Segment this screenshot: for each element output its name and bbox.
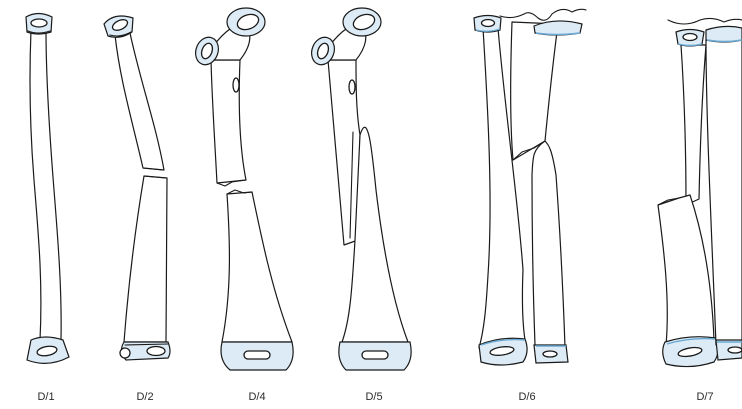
bone-d4	[192, 8, 293, 370]
label-d5: D/5	[365, 391, 382, 403]
label-d2: D/2	[136, 391, 153, 403]
bone-d6	[474, 9, 586, 365]
bone-d5	[308, 8, 411, 370]
bone-d2	[104, 16, 170, 360]
label-d1: D/1	[37, 391, 54, 403]
label-d7: D/7	[696, 391, 713, 403]
label-d6: D/6	[518, 391, 535, 403]
bone-d7	[658, 18, 742, 366]
bone-d1	[26, 14, 69, 364]
label-d4: D/4	[248, 391, 265, 403]
